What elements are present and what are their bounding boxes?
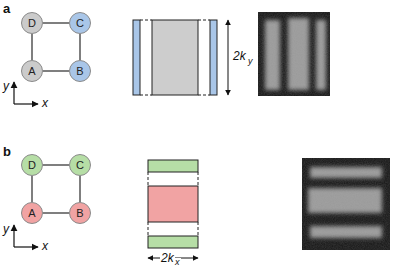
lattice-bond — [79, 176, 81, 202]
lattice-bond — [43, 22, 69, 24]
site-letter: A — [28, 208, 35, 219]
dimension-subscript: x — [174, 258, 181, 267]
site-letter: B — [76, 208, 83, 219]
site-circle: B — [69, 202, 91, 224]
site-circle: C — [69, 12, 91, 34]
site-letter: C — [76, 18, 84, 29]
lattice-bond — [43, 70, 69, 72]
site-letter: D — [28, 18, 36, 29]
dimension-label: 2k — [160, 252, 175, 264]
site-circle: B — [69, 60, 91, 82]
axis-label: y — [3, 80, 9, 92]
band-pattern — [148, 160, 198, 258]
site-letter: B — [76, 66, 83, 77]
measurement-image — [258, 12, 330, 96]
lattice-bond — [79, 34, 81, 60]
band-pattern — [133, 20, 228, 95]
site-letter: A — [28, 66, 35, 77]
site-circle: A — [21, 202, 43, 224]
lattice-bond — [43, 164, 69, 166]
site-letter: C — [76, 160, 84, 171]
site-letter: D — [28, 160, 36, 171]
panel-letter: b — [3, 145, 11, 158]
lattice-bond — [31, 34, 33, 60]
dimension-subscript: y — [248, 57, 253, 66]
measurement-image — [302, 158, 390, 250]
dimension-label: 2k — [233, 50, 246, 62]
site-circle: C — [69, 154, 91, 176]
axis-label: x — [42, 240, 48, 252]
lattice-bond — [31, 176, 33, 202]
lattice-bond — [43, 212, 69, 214]
axis-label: x — [42, 97, 48, 109]
panel-letter: a — [3, 2, 10, 15]
axis-label: y — [3, 223, 9, 235]
site-circle: A — [21, 60, 43, 82]
site-circle: D — [21, 12, 43, 34]
site-circle: D — [21, 154, 43, 176]
